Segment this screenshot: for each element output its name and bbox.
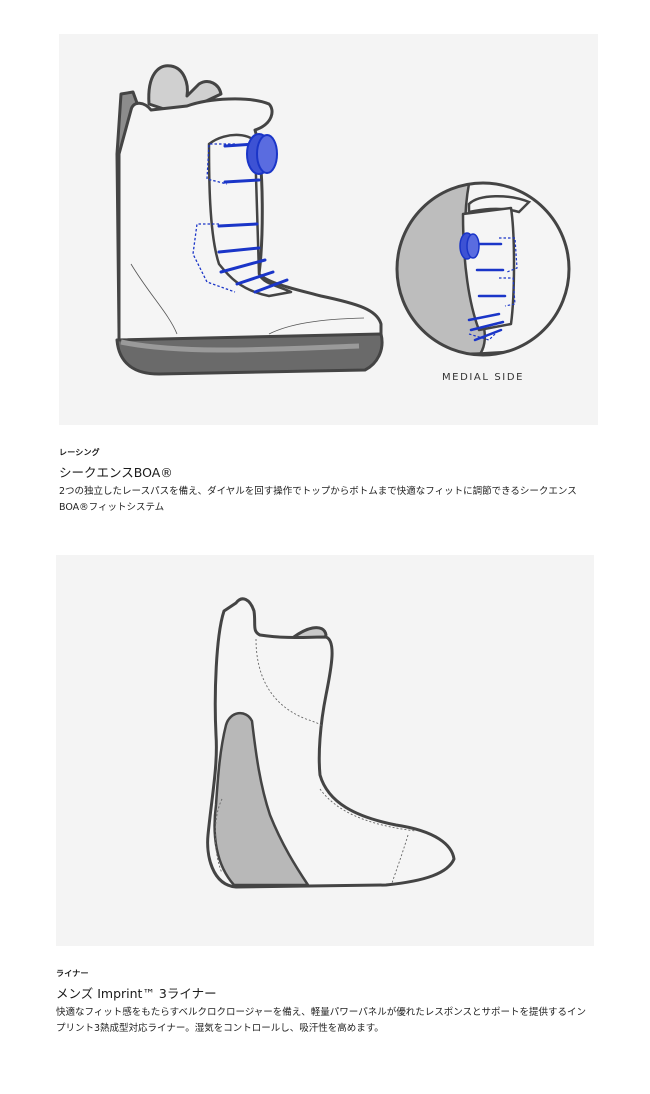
medial-side-inset <box>397 183 569 355</box>
lace-guide-lower <box>192 223 236 293</box>
inset-lace-guide <box>499 237 518 273</box>
boot-illustration-panel: MEDIAL SIDE <box>59 34 598 425</box>
liner-seam <box>391 834 409 884</box>
boot-outsole <box>115 332 384 376</box>
section-title-lacing: シークエンスBOA® <box>59 465 173 480</box>
liner-seam <box>319 788 417 832</box>
section-kicker-liner: ライナー <box>56 969 89 978</box>
inset-lace-guide <box>499 277 516 307</box>
boot-detail-line <box>130 263 178 335</box>
inset-lace-guide <box>468 333 496 341</box>
section-kicker-lacing: レーシング <box>59 448 100 457</box>
boot-midsole <box>120 339 360 353</box>
section-title-liner: メンズ Imprint™ 3ライナー <box>56 986 217 1001</box>
boot-boa-illustration: MEDIAL SIDE <box>115 64 571 383</box>
section-description-liner: 快適なフィット感をもたらすベルクロクロージャーを備え、軽量パワーパネルが優れたレ… <box>56 1007 587 1034</box>
inset-cuff <box>467 194 532 214</box>
boa-dial-icon <box>246 133 278 175</box>
liner-illustration-panel <box>56 555 594 946</box>
liner-power-panel <box>213 712 310 887</box>
liner-illustration <box>206 597 456 889</box>
boot-detail-line <box>268 317 365 335</box>
liner-seam <box>214 798 223 874</box>
section-description-lacing: 2つの独立したレースパスを備え、ダイヤルを回す操作でトップからボトムまで快適なフ… <box>59 486 577 513</box>
inset-boa-dial-icon <box>459 232 480 260</box>
liner-seam <box>255 638 323 728</box>
medial-side-label: MEDIAL SIDE <box>442 372 524 383</box>
medial-side-inset-border <box>395 181 571 357</box>
